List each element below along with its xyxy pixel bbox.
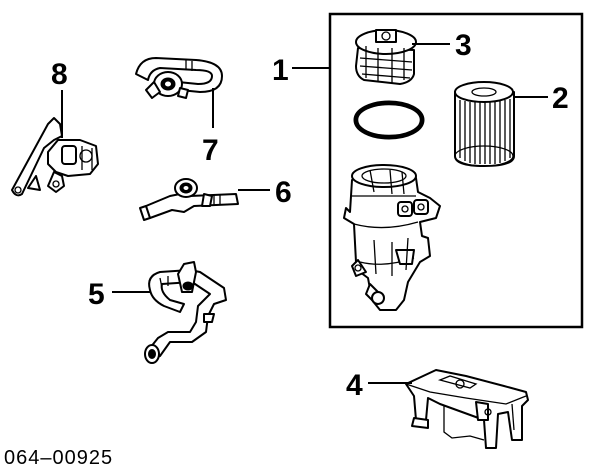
callout-8: 8 (51, 58, 68, 91)
filter-housing (343, 164, 441, 311)
o-ring (353, 100, 425, 140)
hose-7 (135, 57, 223, 99)
filter-cap (355, 29, 417, 85)
filter-element (454, 81, 515, 167)
hose-6 (139, 178, 239, 221)
callout-7: 7 (202, 134, 219, 167)
hose-5 (144, 261, 227, 364)
callout-5: 5 (88, 278, 105, 311)
callout-3: 3 (455, 29, 472, 62)
callout-6: 6 (275, 176, 292, 209)
mounting-bracket (405, 369, 529, 449)
diagram-code: 064–00925 (4, 447, 113, 469)
sensor-bracket (11, 117, 99, 197)
callout-4: 4 (346, 369, 363, 402)
assembly-frame (328, 12, 584, 329)
callout-1: 1 (272, 54, 289, 87)
callout-2: 2 (552, 82, 569, 115)
